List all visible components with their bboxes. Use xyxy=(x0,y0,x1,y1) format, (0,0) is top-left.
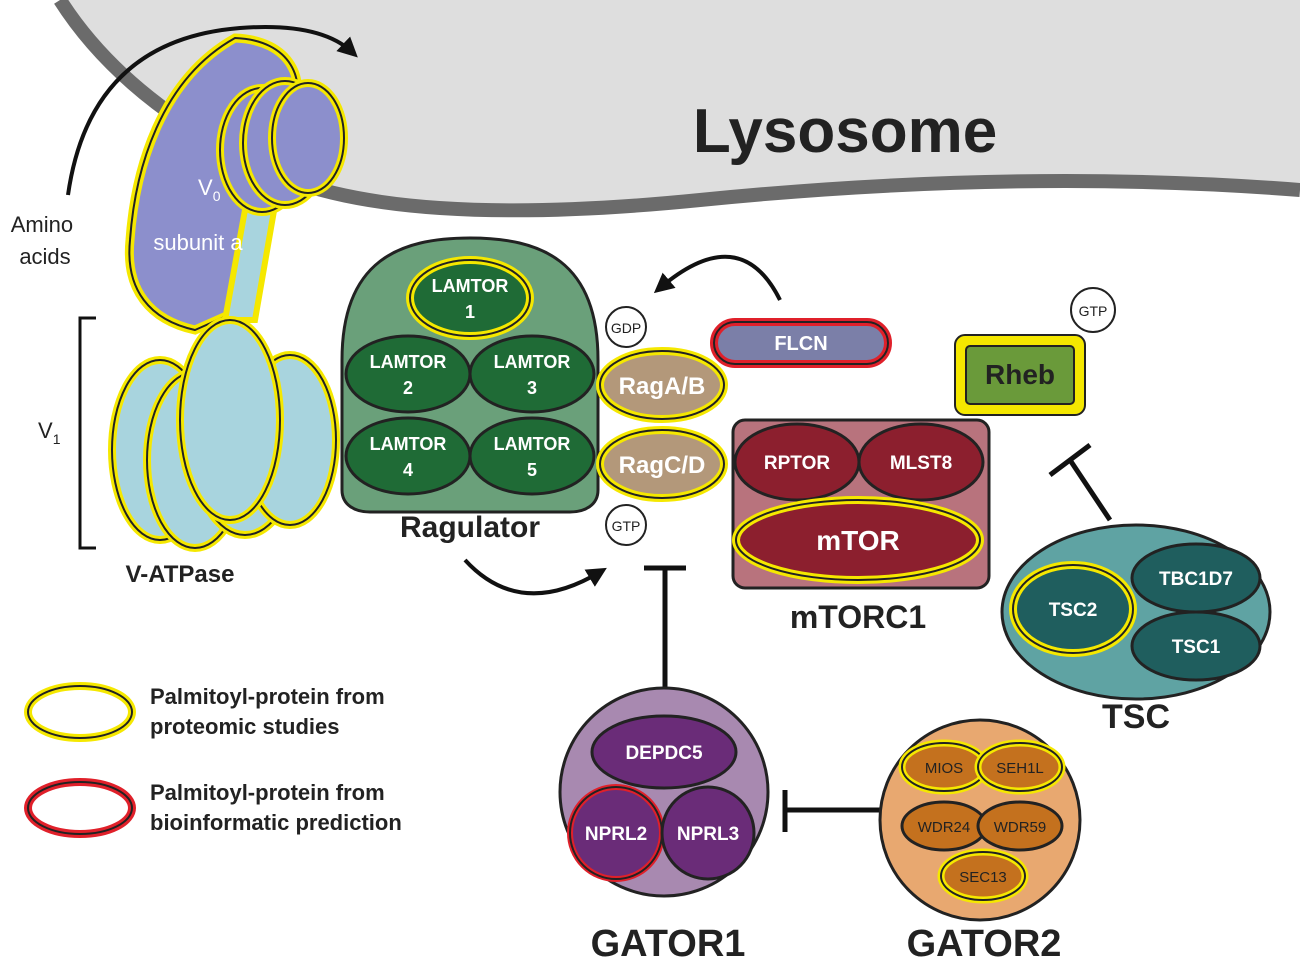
rheb: GTP Rheb xyxy=(954,287,1116,416)
amino-acid-arrow xyxy=(66,25,358,196)
ragulator-to-rag-arrow xyxy=(463,558,607,596)
svg-text:TSC2: TSC2 xyxy=(1049,600,1098,621)
amino-acids-label: Amino acids xyxy=(11,212,79,269)
svg-text:Rheb: Rheb xyxy=(985,359,1055,390)
tsc1: TSC1 xyxy=(1130,610,1262,682)
svg-text:GDP: GDP xyxy=(611,320,641,336)
svg-text:TBC1D7: TBC1D7 xyxy=(1159,569,1233,590)
svg-text:RPTOR: RPTOR xyxy=(764,453,830,474)
mtor: mTOR xyxy=(732,496,984,584)
svg-text:WDR59: WDR59 xyxy=(994,819,1047,836)
wdr24: WDR24 xyxy=(900,800,988,852)
svg-text:GTP: GTP xyxy=(612,518,641,534)
gtp-badge-rag xyxy=(605,504,647,546)
svg-text:MLST8: MLST8 xyxy=(890,453,952,474)
seh1l: SEH1L xyxy=(974,739,1066,795)
wdr59: WDR59 xyxy=(976,800,1064,852)
gator1: DEPDC5 NPRL2 NPRL3 GATOR1 xyxy=(558,686,770,965)
sec13: SEC13 xyxy=(937,848,1029,904)
v-atpase-label: V-ATPase xyxy=(126,561,235,588)
v0-subunit-label: subunit a xyxy=(153,230,243,255)
rptor: RPTOR xyxy=(733,422,861,502)
v1-bracket xyxy=(78,316,96,550)
gator1-label: GATOR1 xyxy=(591,923,746,965)
gdp-badge xyxy=(605,306,647,348)
tsc2: TSC2 xyxy=(1009,561,1137,657)
lysosome-title: Lysosome xyxy=(693,97,997,166)
svg-text:WDR24: WDR24 xyxy=(918,819,971,836)
svg-text:Palmitoyl-protein from: Palmitoyl-protein from proteomic studies xyxy=(150,684,391,739)
legend: Palmitoyl-protein from proteomic studies… xyxy=(24,682,402,838)
gator2-label: GATOR2 xyxy=(907,923,1062,965)
v1-label: V1 xyxy=(38,418,61,447)
mtorc1-label: mTORC1 xyxy=(790,599,926,635)
gator2-inhibits-gator1 xyxy=(782,790,880,832)
svg-text:mTOR: mTOR xyxy=(816,525,900,556)
gator1-inhibits-rags xyxy=(644,565,686,692)
legend-item-bioinformatic: Palmitoyl-protein from bioinformatic pre… xyxy=(24,778,402,838)
svg-text:SEC13: SEC13 xyxy=(959,869,1007,886)
mtorc1: RPTOR MLST8 mTOR mTORC1 xyxy=(731,418,991,635)
amino-acids-group: Amino acids xyxy=(11,25,358,269)
mlst8: MLST8 xyxy=(857,422,985,502)
legend-item-proteomic: Palmitoyl-protein from proteomic studies xyxy=(24,682,391,742)
svg-text:TSC1: TSC1 xyxy=(1172,637,1221,658)
tsc-label: TSC xyxy=(1102,698,1170,736)
v0-label: V0 xyxy=(198,175,221,204)
svg-text:NPRL2: NPRL2 xyxy=(585,824,647,845)
svg-text:MIOS: MIOS xyxy=(925,760,963,777)
svg-text:RagA/B: RagA/B xyxy=(619,373,706,400)
rag-c-d: RagC/D xyxy=(596,426,728,502)
gtp-badge-rheb xyxy=(1070,287,1116,333)
flcn-to-rag-arrow xyxy=(653,254,782,301)
svg-text:SEH1L: SEH1L xyxy=(996,760,1044,777)
svg-text:GTP: GTP xyxy=(1079,303,1108,319)
svg-text:DEPDC5: DEPDC5 xyxy=(625,743,703,764)
svg-text:FLCN: FLCN xyxy=(774,333,827,355)
rag-a-b: RagA/B xyxy=(596,347,728,423)
ragulator-label: Ragulator xyxy=(400,511,540,544)
svg-text:NPRL3: NPRL3 xyxy=(677,824,739,845)
tsc: TSC2 TBC1D7 TSC1 TSC xyxy=(1000,523,1272,736)
nprl2: NPRL2 xyxy=(567,784,665,882)
v-atpase: V0 subunit a V1 V-ATPase xyxy=(38,33,348,588)
mios: MIOS xyxy=(898,739,990,795)
svg-text:RagC/D: RagC/D xyxy=(619,452,706,479)
svg-text:Palmitoyl-protein from: Palmitoyl-protein from bioinformatic pre… xyxy=(150,780,402,835)
nprl3: NPRL3 xyxy=(660,785,756,881)
tbc1d7: TBC1D7 xyxy=(1130,542,1262,614)
tsc-inhibits-rheb xyxy=(1048,443,1113,522)
rag-gtpases: GDP RagA/B RagC/D GTP xyxy=(596,306,728,546)
flcn: FLCN xyxy=(653,254,892,368)
depdc5: DEPDC5 xyxy=(590,714,738,790)
gator2: MIOS SEH1L WDR24 WDR59 SEC13 GATOR2 xyxy=(878,718,1082,965)
